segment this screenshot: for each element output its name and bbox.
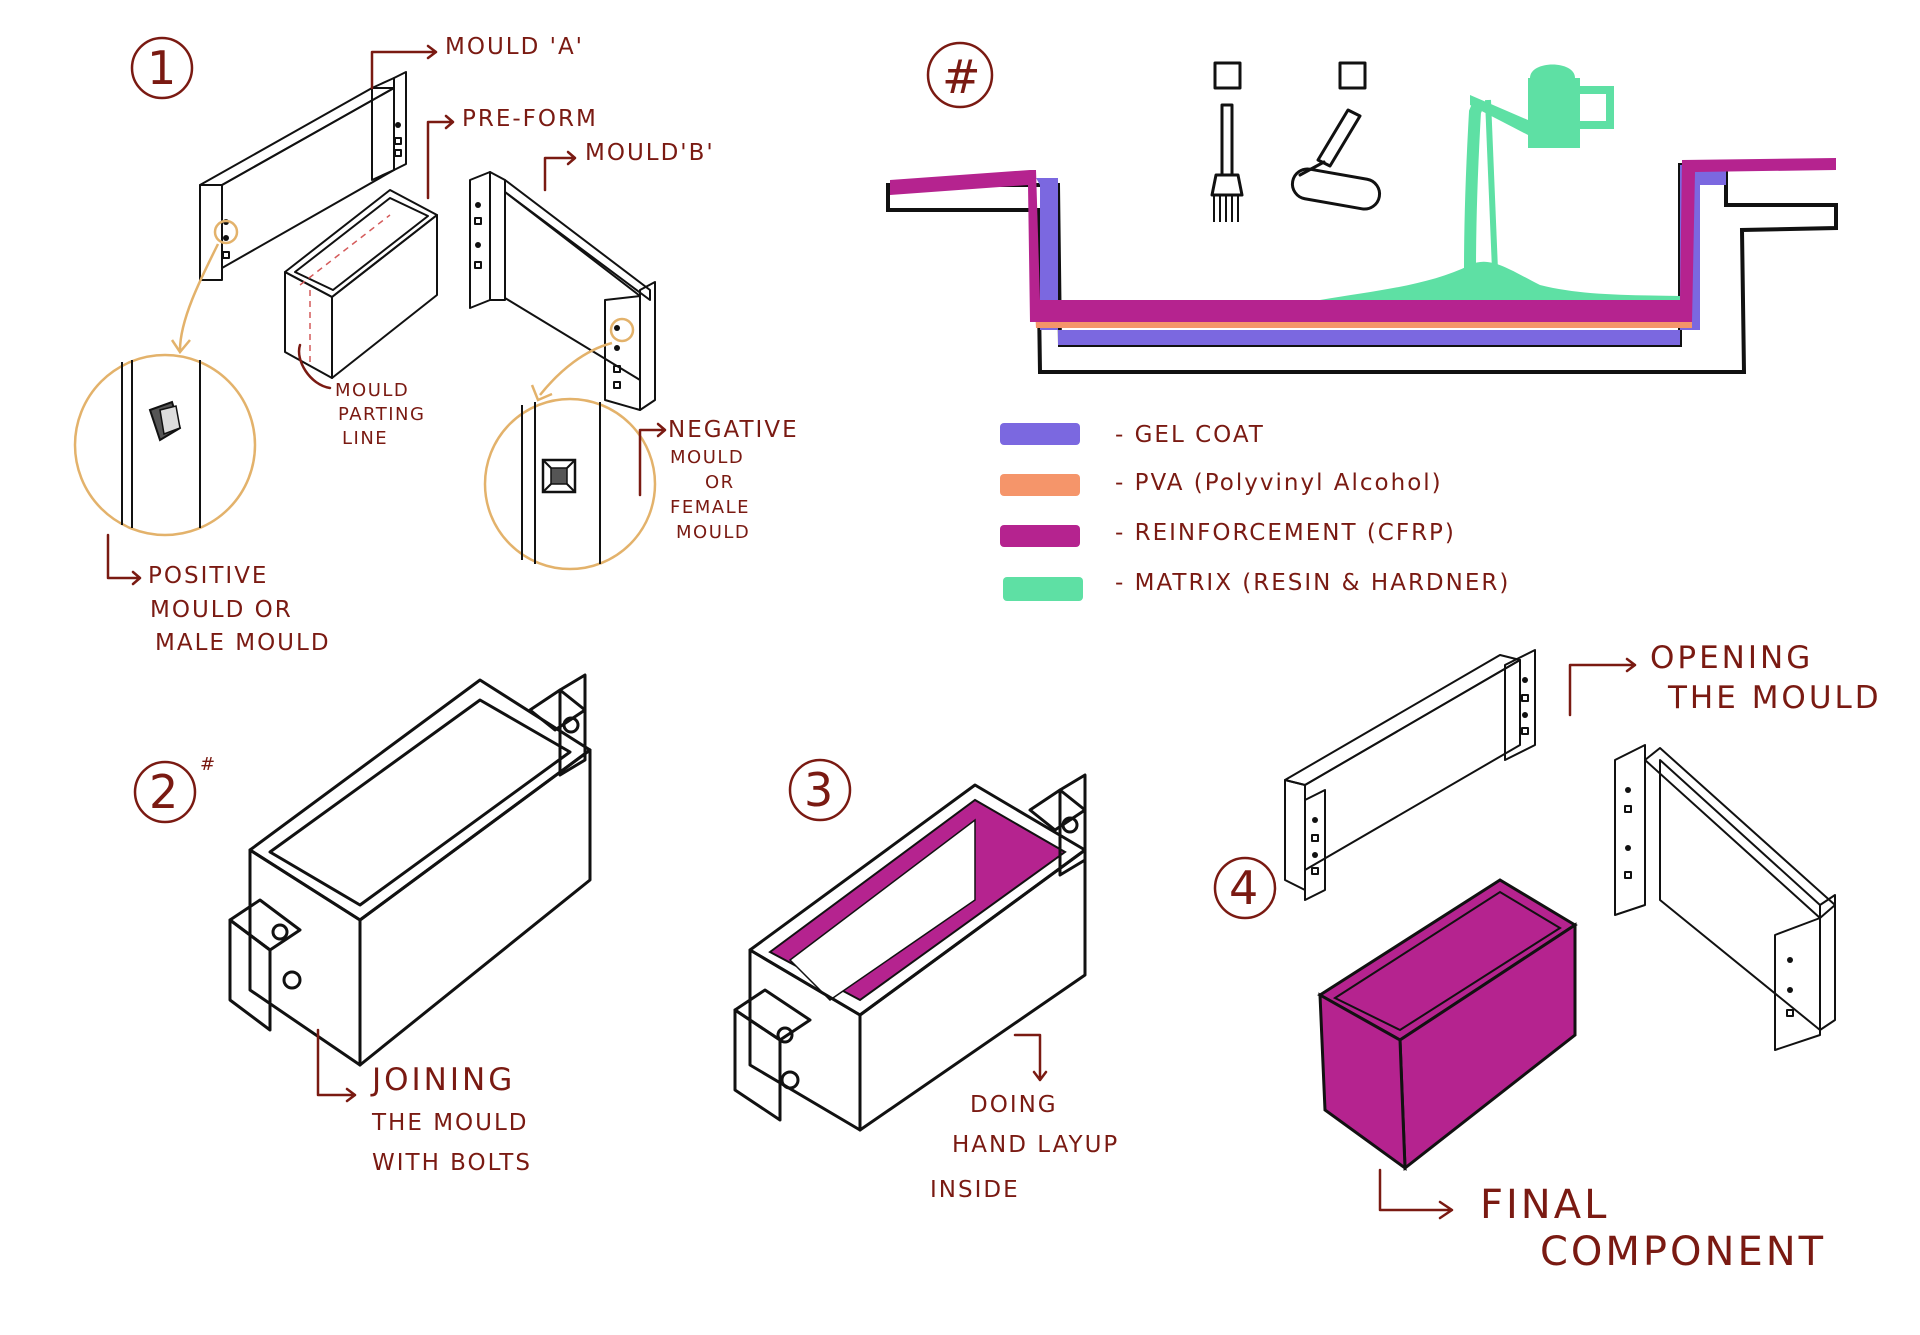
label-negative-2: MOULD xyxy=(670,447,744,468)
label-positive-1: POSITIVE xyxy=(148,563,268,589)
step-2-mark: # xyxy=(200,754,217,775)
label-mould-b: MOULD'B' xyxy=(585,140,715,166)
label-opening-1: OPENING xyxy=(1650,640,1813,676)
pre-form-drawing xyxy=(284,189,438,379)
label-positive-2: MOULD OR xyxy=(150,597,293,623)
opened-mould-a xyxy=(1284,649,1536,901)
step-3-section: 3 DOING HAND LAYUP INSIDE xyxy=(733,758,1119,1203)
legend-gel-coat: - GEL COAT xyxy=(1115,422,1265,448)
legend: - GEL COAT - PVA (Polyvinyl Alcohol) - R… xyxy=(1000,422,1510,601)
label-layup-1: DOING xyxy=(970,1092,1058,1118)
legend-swatch-matrix xyxy=(1003,577,1083,601)
label-negative-5: MOULD xyxy=(676,522,750,543)
label-joining-1: JOINING xyxy=(370,1062,515,1098)
positive-mould-zoom xyxy=(73,243,257,537)
layup-hash: # xyxy=(942,50,981,104)
legend-pva: - PVA (Polyvinyl Alcohol) xyxy=(1115,470,1443,496)
label-opening-2: THE MOULD xyxy=(1667,680,1882,716)
opened-mould-b xyxy=(1614,744,1836,1051)
step-4-section: 4 xyxy=(1213,640,1882,1275)
joined-mould-drawing xyxy=(228,673,592,1067)
reinforcement-layer xyxy=(890,158,1836,322)
legend-swatch-reinforcement xyxy=(1000,525,1080,547)
label-layup-2: HAND LAYUP xyxy=(952,1132,1119,1158)
label-mould-a: MOULD 'A' xyxy=(445,34,584,60)
roller-icon xyxy=(1290,61,1382,211)
label-parting-line-2: PARTING xyxy=(338,404,425,425)
step-2-section: 2 # JOINING THE MOULD WITH BOLTS xyxy=(133,673,592,1176)
label-final-1: FINAL xyxy=(1480,1182,1609,1228)
label-negative-1: NEGATIVE xyxy=(668,417,799,443)
label-joining-3: WITH BOLTS xyxy=(372,1150,532,1176)
negative-mould-zoom xyxy=(483,341,657,571)
step-1-number: 1 xyxy=(147,41,176,95)
label-final-2: COMPONENT xyxy=(1540,1229,1826,1275)
final-component-drawing xyxy=(1317,878,1578,1172)
label-negative-3: OR xyxy=(705,472,735,493)
label-layup-3: INSIDE xyxy=(930,1177,1020,1203)
legend-matrix: - MATRIX (RESIN & HARDNER) xyxy=(1115,570,1510,596)
mould-a-drawing xyxy=(199,71,407,281)
step-2-number: 2 xyxy=(149,765,178,819)
legend-reinforcement: - REINFORCEMENT (CFRP) xyxy=(1115,520,1456,546)
watering-can-icon xyxy=(1464,64,1614,271)
step-4-number: 4 xyxy=(1229,861,1258,915)
label-parting-line-3: LINE xyxy=(342,428,388,449)
step-3-number: 3 xyxy=(804,763,833,817)
layup-mould-drawing xyxy=(733,773,1087,1132)
matrix-layer xyxy=(1320,261,1680,300)
label-negative-4: FEMALE xyxy=(670,497,750,518)
label-pre-form: PRE-FORM xyxy=(462,106,598,132)
label-joining-2: THE MOULD xyxy=(371,1110,529,1136)
layup-section: # xyxy=(886,41,1838,601)
mould-b-drawing xyxy=(469,171,656,411)
step-1-section: 1 xyxy=(73,34,799,656)
brush-icon xyxy=(1210,61,1244,222)
label-parting-line-1: MOULD xyxy=(335,380,409,401)
legend-swatch-gel-coat xyxy=(1000,423,1080,445)
legend-swatch-pva xyxy=(1000,474,1080,496)
label-positive-3: MALE MOULD xyxy=(155,630,331,656)
